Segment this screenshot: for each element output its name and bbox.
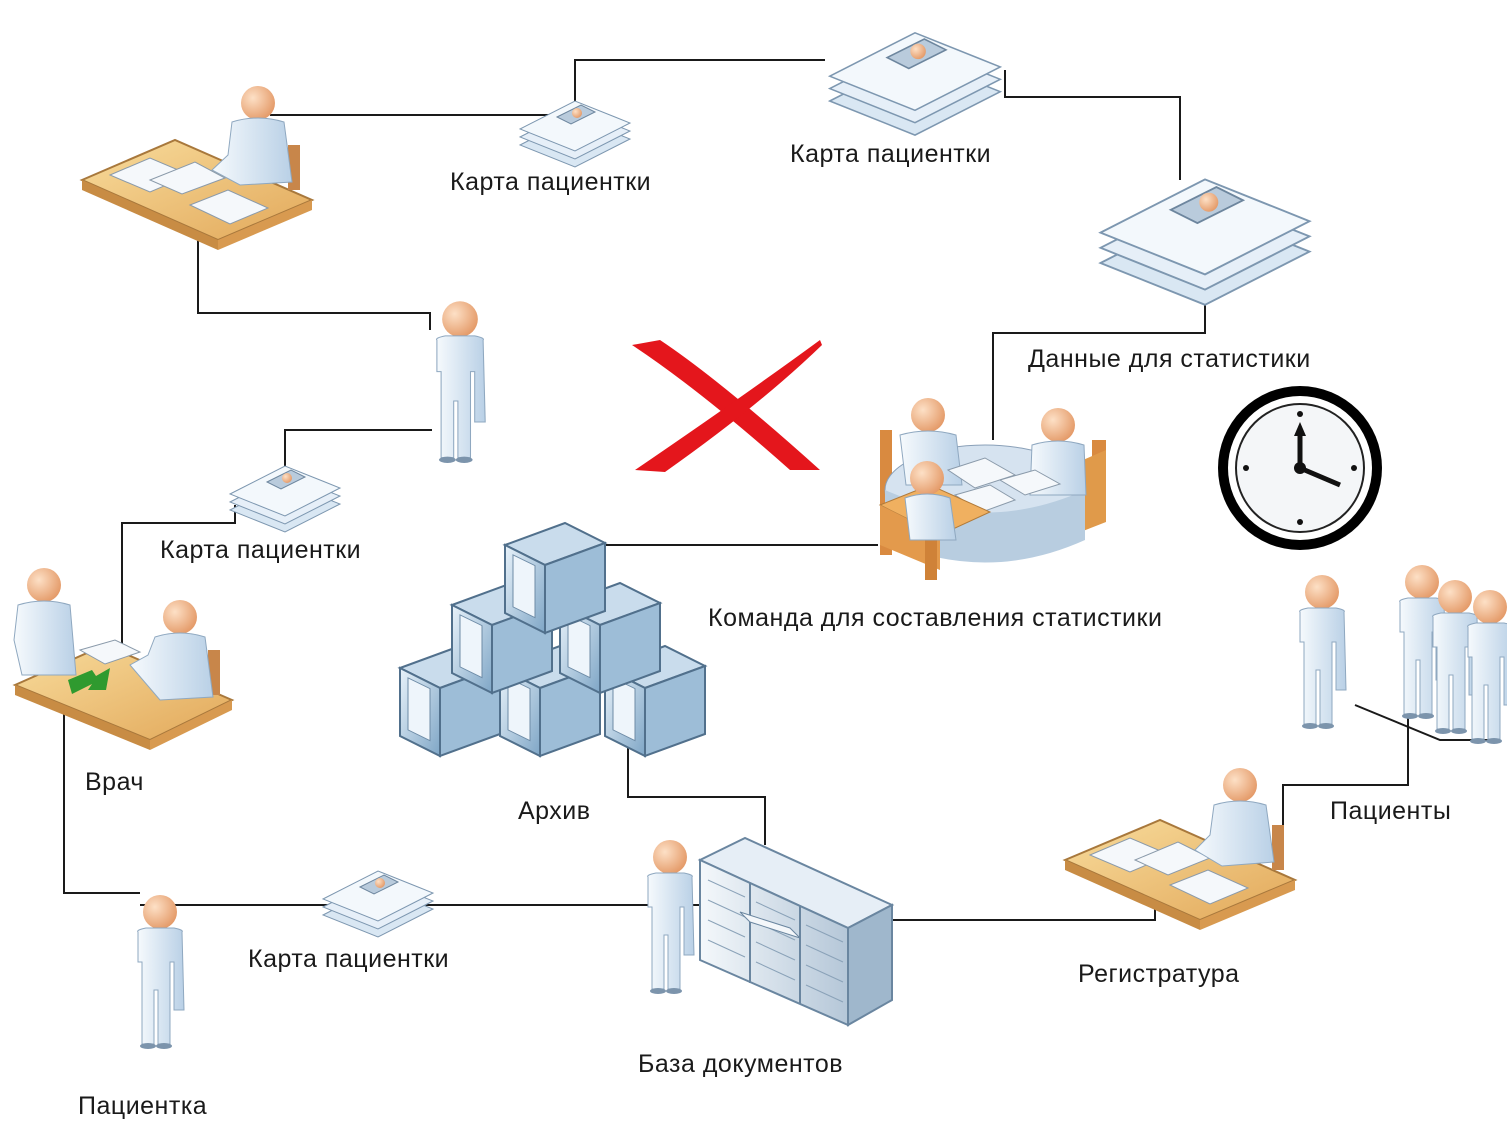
patient-person-icon <box>137 894 185 1050</box>
label-patients: Пациенты <box>1330 797 1452 825</box>
label-stats-data: Данные для статистики <box>1028 345 1311 373</box>
label-archive: Архив <box>518 797 591 825</box>
patients-group <box>1299 564 1507 745</box>
document-stack-icon <box>229 465 341 533</box>
label-card-top-right: Карта пациентки <box>790 140 992 168</box>
label-card-top-left: Карта пациентки <box>450 168 652 196</box>
registry-desk <box>1062 768 1298 930</box>
clock-icon <box>1218 386 1382 550</box>
label-doctor: Врач <box>85 768 144 796</box>
doctor-desk <box>12 568 235 750</box>
label-card-mid-left: Карта пациентки <box>160 536 362 564</box>
label-patient: Пациентка <box>78 1092 208 1120</box>
label-stats-team: Команда для составления статистики <box>708 604 1163 632</box>
label-card-bottom: Карта пациентки <box>248 945 450 973</box>
label-doc-base: База документов <box>638 1050 844 1078</box>
server-cabinet-icon <box>697 836 895 1027</box>
cross-icon <box>632 340 822 472</box>
archive-boxes-icon <box>399 522 706 757</box>
document-stack-large-top <box>828 32 1002 136</box>
document-stack-icon <box>519 100 631 168</box>
doctor-desk-top-left <box>79 86 315 250</box>
document-stack-icon <box>322 870 434 938</box>
meeting-table-icon <box>878 398 1106 580</box>
label-registry: Регистратура <box>1078 960 1240 988</box>
person-icon <box>436 300 486 464</box>
archivist-person-icon <box>647 839 695 995</box>
document-stack-large-right <box>1099 178 1311 306</box>
